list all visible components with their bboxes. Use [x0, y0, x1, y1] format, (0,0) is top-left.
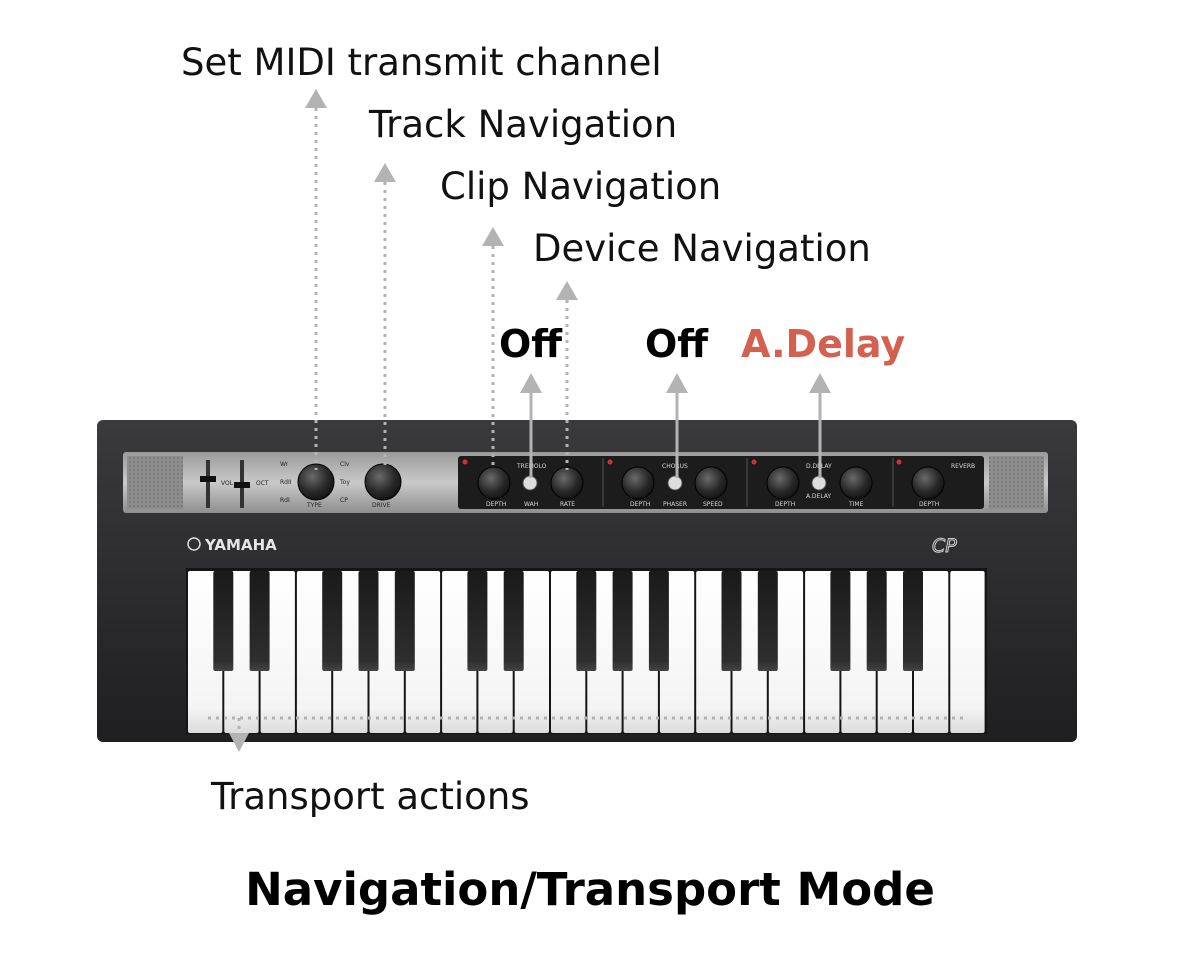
type-clv-label: Clv — [340, 461, 350, 468]
drive-label: DRIVE — [372, 502, 391, 509]
transport-label: Transport actions — [211, 775, 530, 818]
black-key[interactable] — [322, 571, 343, 671]
black-key[interactable] — [903, 571, 923, 671]
chorus-speed-label: SPEED — [703, 501, 723, 508]
phaser-label: PHASER — [663, 501, 687, 508]
delay-time-label: TIME — [848, 501, 864, 508]
tremolo-arrow-icon — [520, 373, 542, 393]
drive-knob[interactable] — [364, 463, 402, 501]
chorus-depth-label: DEPTH — [630, 501, 650, 508]
tremolo-depth-knob[interactable] — [477, 466, 511, 500]
chorus-arrow-icon — [666, 373, 688, 393]
tremolo-value: Off — [499, 322, 563, 366]
type-rd2-label: RdII — [280, 479, 292, 486]
clip-nav-arrow-icon — [482, 227, 504, 246]
reverb-depth-label: DEPTH — [919, 501, 939, 508]
device-nav-label: Device Navigation — [533, 227, 871, 270]
cp-logo: CP — [932, 535, 957, 557]
black-key[interactable] — [830, 571, 851, 671]
black-key[interactable] — [213, 571, 234, 671]
track-nav-label: Track Navigation — [369, 103, 678, 146]
type-wr-label: Wr — [280, 461, 289, 468]
black-key[interactable] — [576, 571, 597, 671]
type-rd1-label: RdI — [280, 497, 290, 504]
delay-value: A.Delay — [741, 322, 906, 366]
black-key[interactable] — [721, 571, 742, 671]
reverb-depth-knob[interactable] — [911, 466, 945, 500]
oct-label: OCT — [256, 480, 269, 487]
speaker-grille-right — [989, 456, 1044, 509]
delay-arrow-icon — [809, 373, 831, 393]
tremolo-depth-label: DEPTH — [486, 501, 506, 508]
black-key[interactable] — [648, 571, 669, 671]
oct-slider[interactable] — [234, 460, 250, 508]
yamaha-emblem-icon — [187, 537, 201, 551]
black-key[interactable] — [503, 571, 524, 671]
wah-label: WAH — [524, 501, 538, 508]
diagram-title: Navigation/Transport Mode — [245, 863, 935, 916]
delay-type-switch[interactable] — [811, 475, 827, 491]
black-keys — [213, 571, 923, 671]
chorus-value: Off — [645, 322, 709, 366]
track-nav-arrow-icon — [374, 163, 396, 182]
delay-depth-label: DEPTH — [775, 501, 795, 508]
transport-arrow-icon — [229, 733, 249, 752]
vol-slider[interactable] — [200, 460, 216, 508]
speaker-grille-left — [127, 456, 183, 509]
type-label: TYPE — [306, 502, 322, 509]
device-nav-arrow-icon — [556, 281, 578, 300]
clip-nav-label: Clip Navigation — [440, 165, 722, 208]
black-key[interactable] — [866, 571, 887, 671]
black-key[interactable] — [467, 571, 488, 671]
adelay-label: A.DELAY — [806, 493, 831, 500]
delay-depth-knob[interactable] — [766, 466, 800, 500]
midi-channel-arrow-icon — [305, 89, 327, 108]
black-key[interactable] — [612, 571, 633, 671]
chorus-phaser-switch[interactable] — [667, 475, 683, 491]
black-key[interactable] — [757, 571, 778, 671]
reverb-label: REVERB — [951, 463, 975, 470]
tremolo-rate-label: RATE — [560, 501, 575, 508]
type-toy-label: Toy — [339, 479, 350, 486]
black-key[interactable] — [394, 571, 415, 671]
black-key[interactable] — [249, 571, 270, 671]
tremolo-wah-switch[interactable] — [522, 475, 538, 491]
tremolo-rate-knob[interactable] — [550, 466, 584, 500]
chorus-speed-knob[interactable] — [694, 466, 728, 500]
midi-channel-label: Set MIDI transmit channel — [181, 41, 662, 84]
type-knob[interactable] — [297, 463, 335, 501]
type-cp-label: CP — [340, 497, 348, 504]
chorus-label: CHORUS — [662, 463, 688, 470]
delay-time-knob[interactable] — [839, 466, 873, 500]
brand-logo: YAMAHA — [204, 536, 277, 554]
chorus-depth-knob[interactable] — [621, 466, 655, 500]
black-key[interactable] — [358, 571, 379, 671]
white-key[interactable] — [950, 571, 985, 733]
vol-label: VOL — [221, 480, 234, 487]
